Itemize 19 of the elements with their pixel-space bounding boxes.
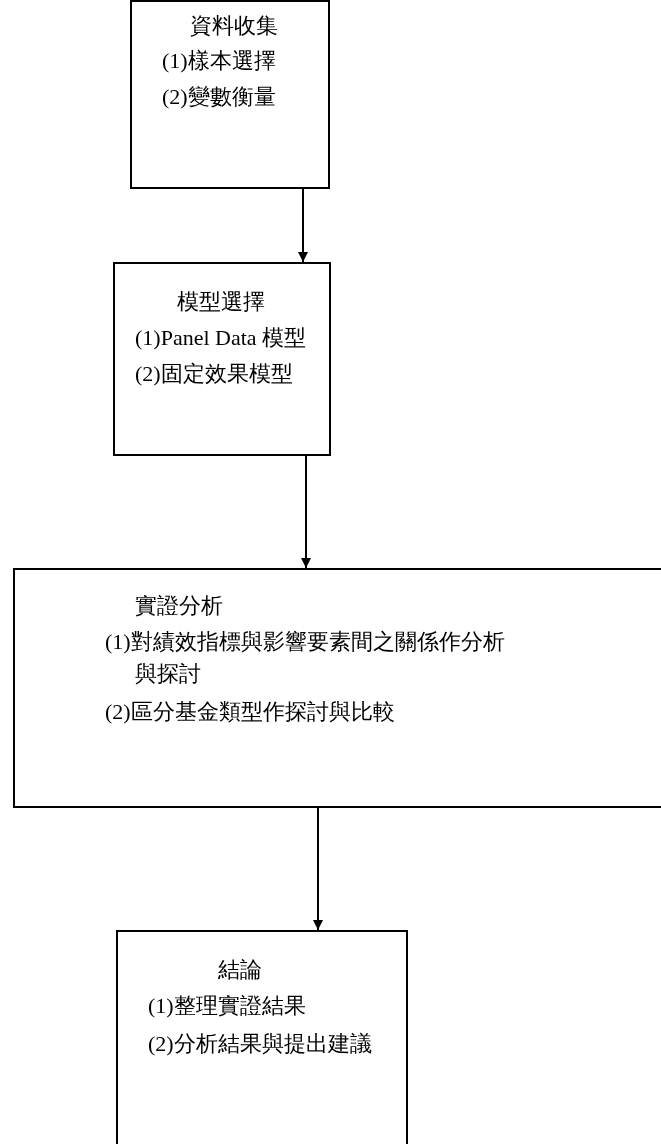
process-box: [116, 930, 408, 1144]
arrow: [313, 807, 323, 931]
node-heading: 模型選擇: [177, 288, 265, 316]
list-item: (1)Panel Data 模型: [135, 324, 307, 352]
list-item: (2)分析結果與提出建議: [148, 1030, 372, 1058]
list-item: (2)固定效果模型: [135, 360, 293, 388]
arrow: [298, 188, 308, 263]
list-item: (1)對績效指標與影響要素間之關係作分析與探討: [105, 628, 506, 688]
list-item: (2)變數衡量: [162, 83, 276, 111]
process-box: [13, 568, 661, 808]
process-box: [113, 262, 331, 456]
process-box: [130, 0, 330, 189]
node-heading: 結論: [218, 956, 262, 984]
list-item: (1)整理實證結果: [148, 992, 306, 1020]
node-heading: 資料收集: [190, 12, 278, 40]
list-item: (1)樣本選擇: [162, 47, 276, 75]
list-item: (2)區分基金類型作探討與比較: [105, 698, 395, 726]
node-heading: 實證分析: [135, 592, 223, 620]
arrow: [301, 455, 311, 569]
